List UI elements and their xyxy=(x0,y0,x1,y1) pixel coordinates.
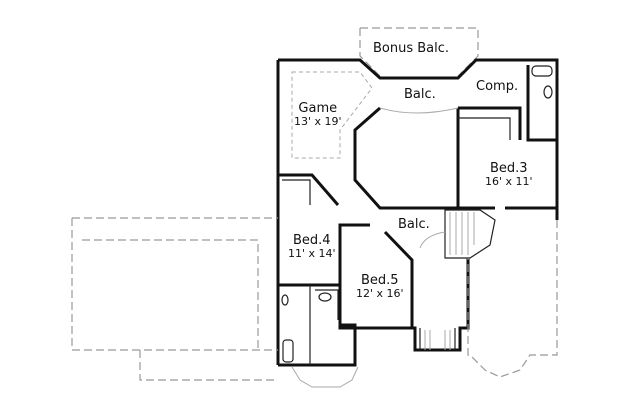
garage-outline xyxy=(71,217,278,351)
room-label-bonus-balc: Bonus Balc. xyxy=(373,41,450,56)
octagon-wall xyxy=(353,106,458,210)
room-label-balc-mid: Balc. xyxy=(398,217,430,232)
right-patio-outline xyxy=(467,220,558,378)
room-label-comp: Comp. xyxy=(476,79,519,94)
outer-wall-top xyxy=(278,58,559,220)
game-outline xyxy=(291,71,373,159)
room-label-balc-top: Balc. xyxy=(404,87,436,102)
